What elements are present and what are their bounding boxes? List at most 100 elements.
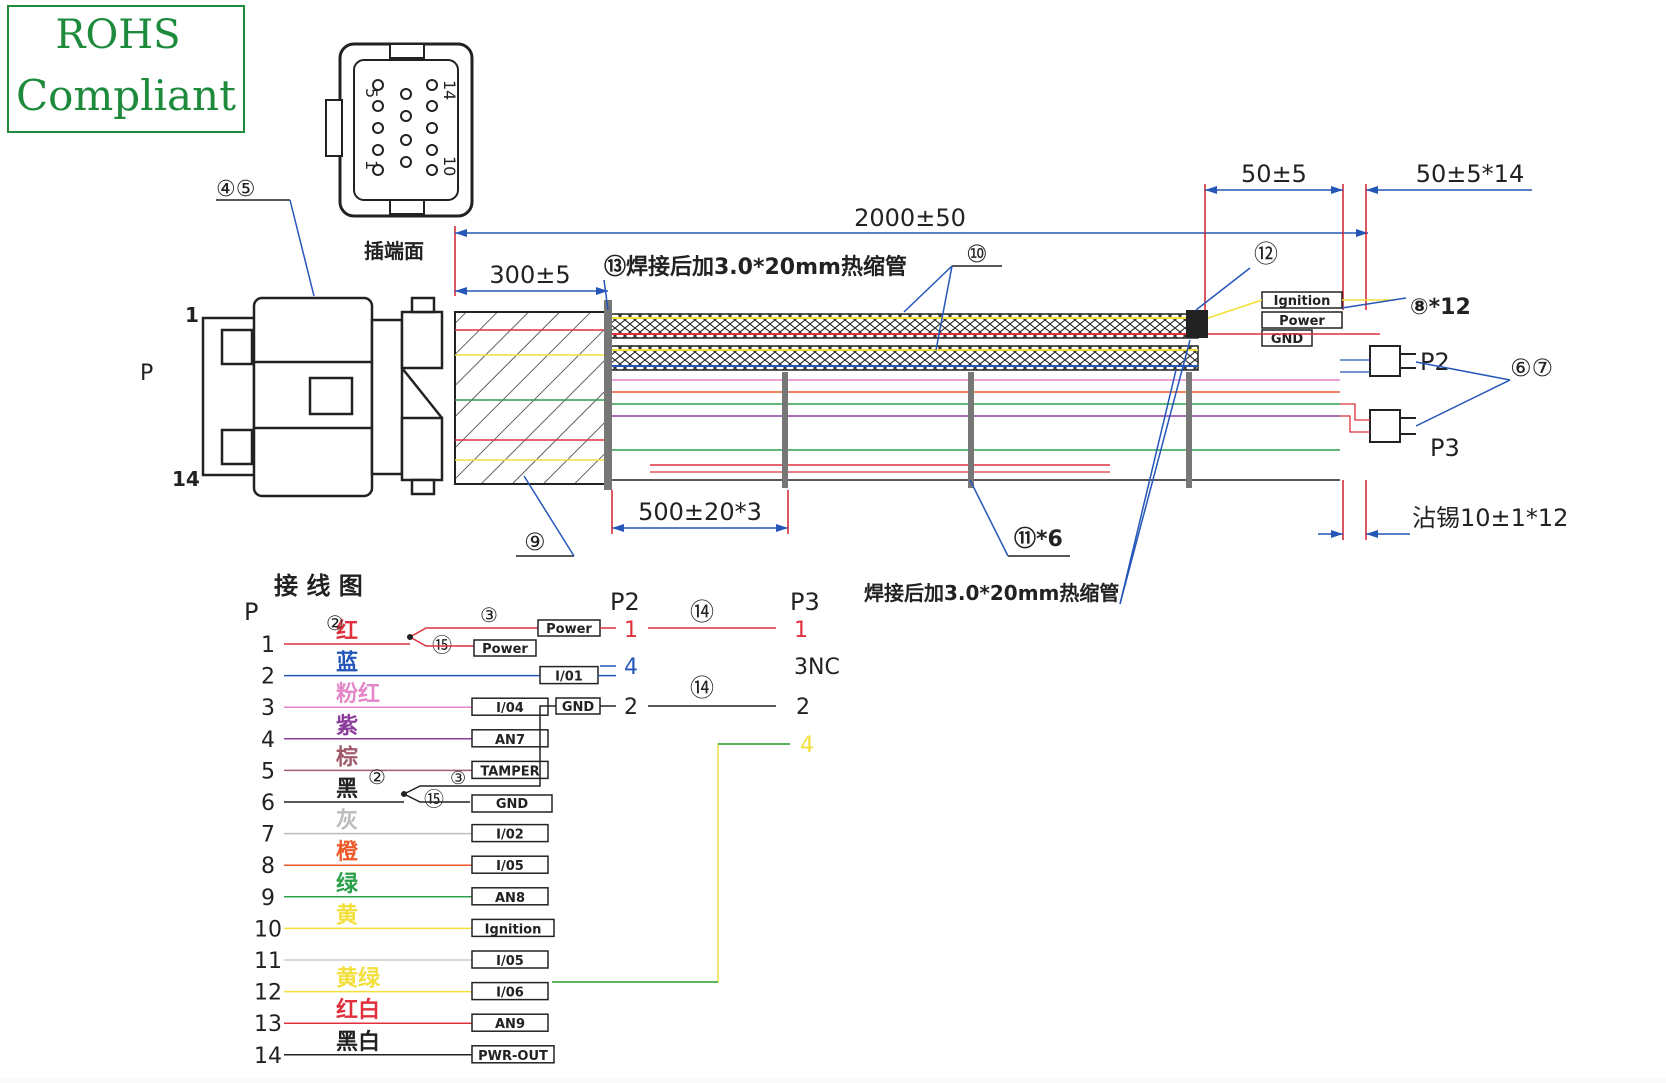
schematic-row-number: 6 (261, 791, 275, 816)
main-connector-rear-bottom (400, 416, 444, 482)
main-connector-neck (370, 318, 404, 476)
p3-pin-2: 2 (796, 695, 810, 720)
schematic-row-tag: I/05 (496, 954, 524, 969)
schematic-row-tag: AN9 (495, 1017, 525, 1032)
schematic-row-tag-box (471, 794, 553, 813)
schematic-row-tag-box (471, 887, 549, 906)
schematic-circle-14-top: ⑭ (690, 598, 714, 626)
schematic-circle-15-top: ⑮ (432, 633, 452, 657)
tin-arrow-right (1366, 530, 1378, 538)
callout-10-leader-a (903, 265, 953, 313)
p3-connector (1369, 409, 1401, 443)
face-pin-label-10: 10 (440, 156, 459, 176)
schematic-tag-power-b: Power (482, 642, 528, 657)
main-connector-rear-edge (401, 367, 443, 419)
end-heat-shrink (1186, 310, 1208, 338)
p3-pin-4: 4 (800, 733, 814, 758)
schematic-row-tag-box (471, 918, 555, 938)
main-connector-window (308, 376, 354, 416)
schematic-row-color-name: 绿 (336, 871, 359, 897)
schematic-row-color-name: 蓝 (336, 651, 358, 676)
cable-tie-2 (782, 372, 788, 488)
schematic-tag-gnd-top: GND (562, 700, 595, 715)
schematic-row-color-name: 红白 (336, 997, 380, 1023)
schematic-row-color-name: 灰 (336, 808, 358, 834)
flag-label-power-box (1261, 311, 1343, 329)
flag-label-power: Power (1279, 314, 1325, 329)
dim-first-arrow-left (455, 287, 467, 295)
schematic-row-number: 3 (261, 696, 275, 721)
main-connector-rear-lug-bottom (410, 478, 436, 496)
callout-heat-shrink-leader-a (1119, 339, 1191, 605)
rohs-badge-frame (7, 5, 245, 133)
wiring-schematic: 接 线 图 P P2 P3 1红2蓝I/013粉红I/044紫AN75棕TAMP… (244, 572, 840, 1069)
schematic-row-color-name: 橙 (336, 840, 359, 865)
schematic-row-tag: I/04 (496, 701, 524, 716)
dim-wire-end-arrow (1366, 186, 1378, 194)
face-pin-label-14: 14 (440, 80, 459, 100)
dim-tie-arrow-left (612, 524, 624, 532)
callout-13: ⑬焊接后加3.0*20mm热缩管 (604, 254, 907, 280)
schematic-tag-power-a: Power (546, 622, 592, 637)
flag-label-ignition: Ignition (1274, 294, 1331, 309)
schematic-row-color-name: 黄绿 (336, 966, 381, 992)
callout-12: ⑫ (1254, 240, 1278, 268)
schematic-circle-2-black: ② (368, 765, 386, 789)
connector-face-key-bottom (389, 199, 425, 215)
p3-pin-1: 1 (794, 618, 808, 643)
callout-6-7-leader-a (1415, 361, 1511, 381)
schematic-row-tag: AN7 (495, 733, 525, 748)
dimension-lines: 2000±50 300±5 50±5 50±5*14 (454, 160, 1532, 310)
connector-face-outline (338, 42, 474, 218)
main-connector-label: P (140, 361, 153, 386)
schematic-row-tag-box (471, 855, 549, 874)
rohs-subtitle: Compliant (16, 71, 236, 120)
p2-feed-wires (1340, 359, 1370, 373)
dim-tie-spacing-text: 500±20*3 (638, 498, 762, 526)
schematic-row-tag-box (471, 1045, 555, 1064)
schematic-gnd-node (401, 791, 407, 797)
schematic-row-tag-box (471, 981, 549, 1001)
main-connector-front-tab-bottom (220, 428, 254, 466)
schematic-row-tag: I/05 (496, 859, 524, 874)
schematic-row-tag: I/01 (555, 670, 583, 685)
p3-label: P3 (1430, 434, 1460, 462)
p3-pin-3nc: 3NC (794, 655, 840, 680)
schematic-title: 接 线 图 (274, 572, 363, 600)
connector-face-view: 5 1 14 10 插端面 (325, 42, 474, 263)
dim-tie-arrow-right (776, 524, 788, 532)
schematic-gnd-split (403, 705, 556, 803)
schematic-row-number: 5 (261, 759, 275, 784)
schematic-row-number: 13 (254, 1012, 282, 1037)
schematic-row-tag: AN8 (495, 891, 525, 906)
schematic-row-number: 12 (254, 981, 282, 1006)
callout-4-5-leader (289, 199, 315, 297)
main-connector-pin14-label: 14 (172, 467, 200, 491)
p2-label: P2 (1420, 348, 1450, 376)
dim-first-arrow-right (596, 287, 608, 295)
cable-bundle: Ignition Power GND P2 P3 沾锡10±1*12 500 (454, 291, 1568, 540)
p3-feed-wires (1340, 403, 1370, 433)
schematic-row-color-name: 黄 (336, 903, 358, 928)
schematic-row-tag-box (471, 1013, 549, 1032)
rohs-badge: ROHS Compliant (7, 5, 245, 133)
schematic-row-number: 11 (254, 949, 282, 974)
cable-tie-1 (604, 300, 612, 490)
schematic-row-number: 4 (261, 728, 275, 753)
dim-first-segment-text: 300±5 (489, 261, 570, 289)
callout-10-leader-b (935, 265, 953, 351)
schematic-row-number: 10 (254, 917, 282, 942)
schematic-row-color-name: 红 (336, 618, 358, 644)
callout-10: ⑩ (966, 240, 988, 268)
schematic-row-number: 7 (261, 823, 275, 848)
tin-dimension-text: 沾锡10±1*12 (1412, 504, 1568, 532)
connector-face-key-top (389, 43, 425, 59)
callout-6-7-leader-b (1415, 379, 1511, 427)
callout-6-7: ⑥⑦ (1510, 354, 1553, 382)
flag-label-gnd: GND (1271, 332, 1304, 347)
schematic-row-tag-box (471, 760, 549, 780)
schematic-row-number: 9 (261, 886, 275, 911)
schematic-row-color-name: 黑 (336, 777, 358, 802)
schematic-row-tag: Ignition (485, 922, 542, 937)
